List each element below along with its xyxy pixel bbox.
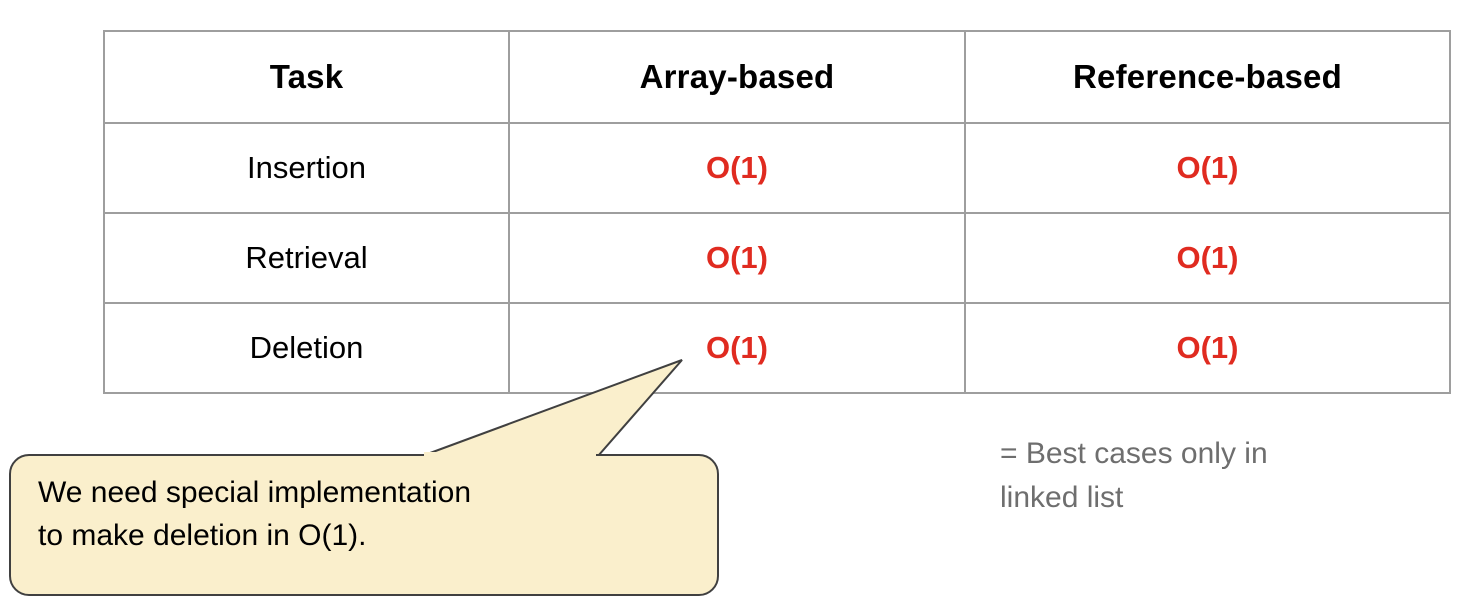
- column-header-reference-based: Reference-based: [964, 30, 1451, 124]
- cell-task-insertion: Insertion: [103, 122, 510, 214]
- cell-reference-insertion: O(1): [964, 122, 1451, 214]
- cell-task-retrieval: Retrieval: [103, 212, 510, 304]
- table-row: Retrieval O(1) O(1): [103, 212, 1451, 304]
- cell-array-deletion: O(1): [508, 302, 966, 394]
- callout-seam-cover: [424, 452, 596, 459]
- table-header-row: Task Array-based Reference-based: [103, 30, 1451, 124]
- callout-text: We need special implementation to make d…: [38, 476, 472, 552]
- cell-reference-deletion: O(1): [964, 302, 1451, 394]
- table-header: Task Array-based Reference-based: [103, 30, 1451, 124]
- cell-reference-retrieval: O(1): [964, 212, 1451, 304]
- cell-task-deletion: Deletion: [103, 302, 510, 394]
- best-case-note: = Best cases only in linked list: [1000, 437, 1268, 514]
- cell-array-insertion: O(1): [508, 122, 966, 214]
- cell-array-retrieval: O(1): [508, 212, 966, 304]
- table-body: Insertion O(1) O(1) Retrieval O(1) O(1) …: [103, 122, 1451, 394]
- column-header-array-based: Array-based: [508, 30, 966, 124]
- table-row: Insertion O(1) O(1): [103, 122, 1451, 214]
- table-row: Deletion O(1) O(1): [103, 302, 1451, 394]
- column-header-task: Task: [103, 30, 510, 124]
- complexity-table: Task Array-based Reference-based Inserti…: [103, 30, 1451, 394]
